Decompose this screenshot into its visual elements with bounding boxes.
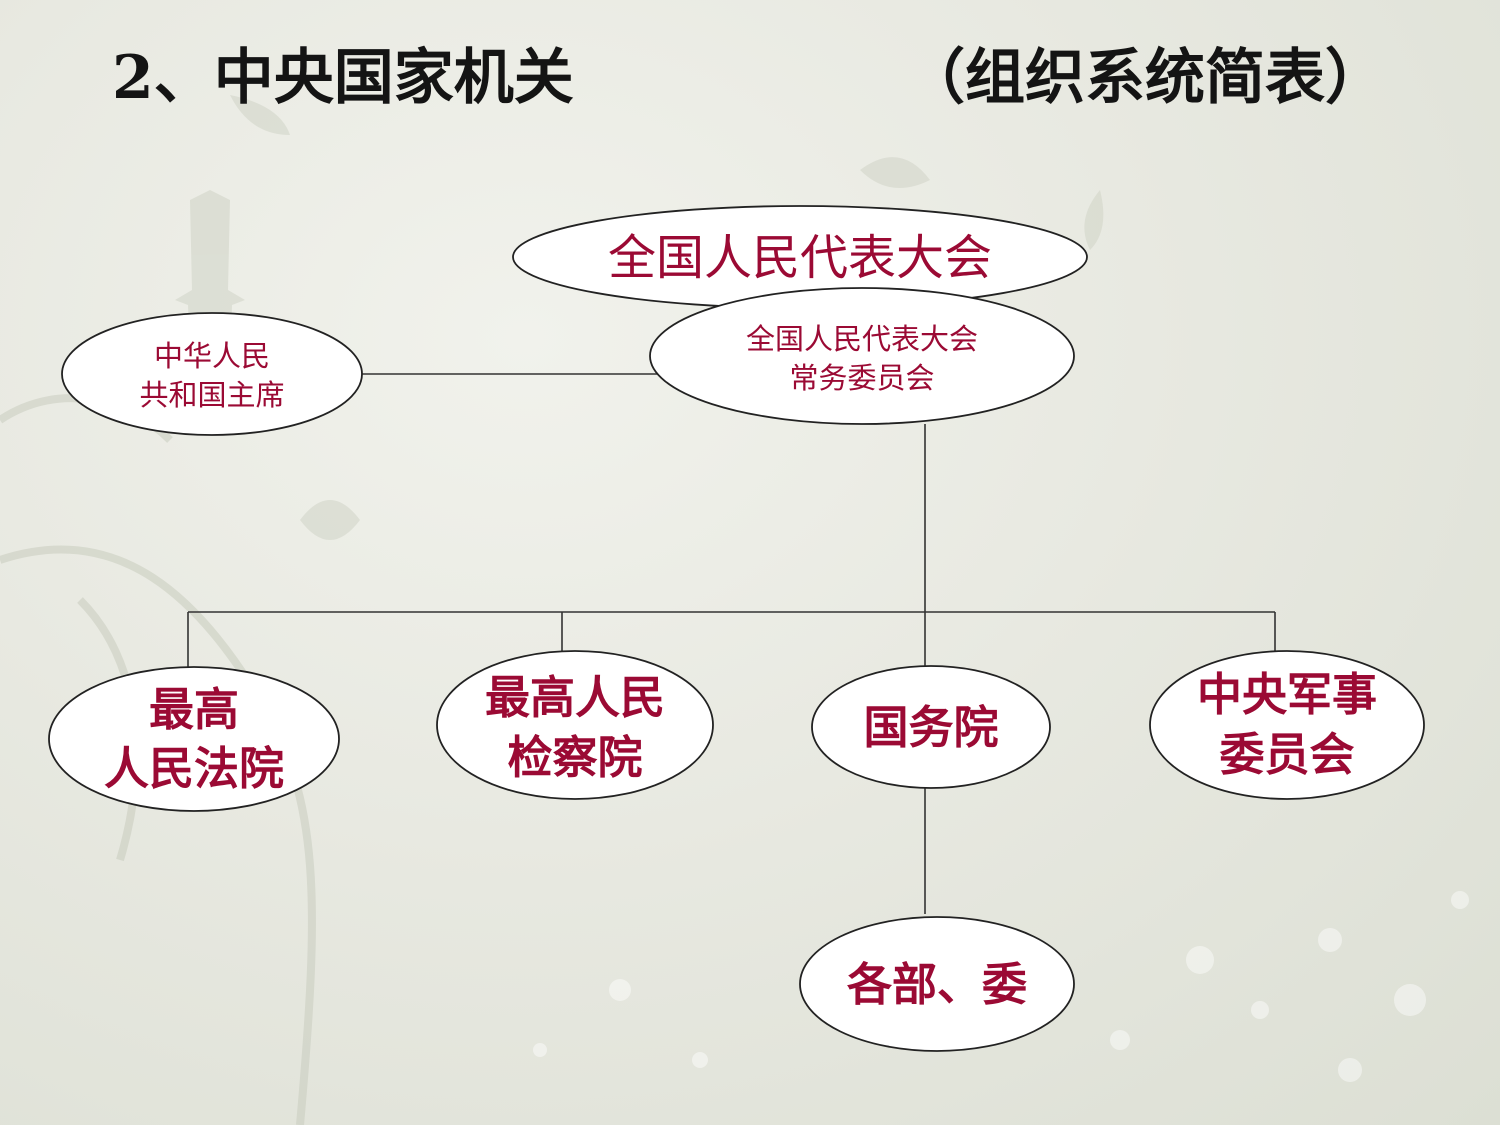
node-cmc: 中央军事 委员会 <box>1149 650 1425 800</box>
node-npcsc-label-line2: 常务委员会 <box>789 361 934 395</box>
node-supreme-court: 最高 人民法院 <box>48 666 340 812</box>
node-president-label-line1: 中华人民 <box>154 339 270 373</box>
node-ministries: 各部、委 <box>799 916 1075 1052</box>
page-subtitle: （组织系统简表） <box>905 43 1385 113</box>
node-state-council-label: 国务院 <box>863 701 998 754</box>
node-npc-label: 全国人民代表大会 <box>608 230 992 286</box>
node-president: 中华人民 共和国主席 <box>61 312 363 436</box>
node-ministries-label: 各部、委 <box>847 958 1027 1011</box>
node-supreme-procuratorate-label-line2: 检察院 <box>507 731 642 784</box>
node-npcsc-label-line1: 全国人民代表大会 <box>746 322 978 356</box>
node-supreme-court-label-line1: 最高 <box>149 683 239 736</box>
node-cmc-label-line2: 委员会 <box>1219 728 1354 781</box>
node-supreme-court-label-line2: 人民法院 <box>104 742 284 795</box>
node-state-council: 国务院 <box>811 665 1051 789</box>
node-supreme-procuratorate: 最高人民 检察院 <box>436 650 714 800</box>
node-president-label-line2: 共和国主席 <box>139 378 284 412</box>
page-title: 2、中央国家机关 <box>112 43 574 113</box>
node-supreme-procuratorate-label-line1: 最高人民 <box>485 671 665 724</box>
node-cmc-label-line1: 中央军事 <box>1197 668 1377 721</box>
node-npc: 全国人民代表大会 <box>512 205 1088 309</box>
node-npcsc: 全国人民代表大会 常务委员会 <box>649 287 1075 425</box>
